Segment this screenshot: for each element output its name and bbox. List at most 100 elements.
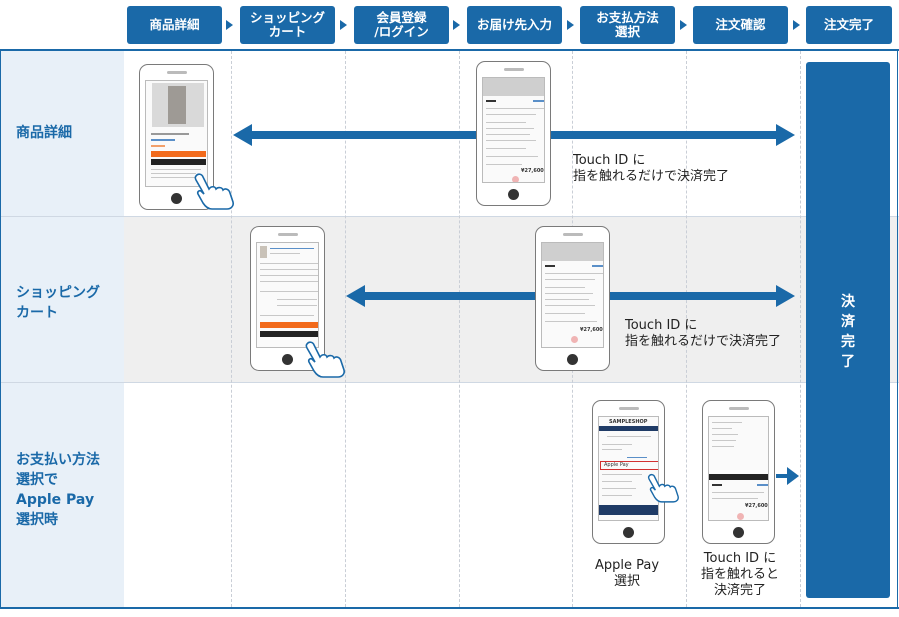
row-label-applepay-select: お支払い方法 選択で Apple Pay 選択時 [16,452,100,528]
text-line [486,108,544,109]
text-line [151,139,175,141]
row-label-product-detail: 商品詳細 [16,125,72,141]
pointing-hand-icon [647,473,679,503]
applepay-option-highlight [600,461,658,470]
phone-applepay-sheet-3: ¥27,600 [702,400,775,544]
text-line [627,457,647,458]
text-line [545,265,555,267]
phone-speaker [728,407,749,410]
phone-product-detail [139,64,214,210]
phone-speaker [166,71,187,74]
row-divider [0,382,899,383]
text-line [486,100,496,102]
chevron-right-icon [453,20,460,30]
home-button [282,354,293,365]
phone-screen: ¥27,600 [708,416,769,521]
column-divider [345,51,346,607]
phone-speaker [277,233,298,236]
text-line [486,134,530,135]
pointing-hand-icon [305,341,345,378]
step-product-detail: 商品詳細 [127,6,222,44]
touch-id-icon [571,336,578,343]
chevron-right-icon [226,20,233,30]
column-divider [800,51,801,607]
frame-bottom-border [0,607,899,609]
text-line [545,305,595,306]
home-button [733,527,744,538]
text-line [545,273,603,274]
column-divider [686,51,687,607]
text-line [260,263,318,264]
phone-screen [145,80,208,187]
text-line [712,440,736,441]
row-label-shopping-cart: ショッピング カート [16,285,100,321]
step-member-login: 会員登録 /ログイン [354,6,449,44]
touch-id-icon [737,513,744,520]
text-line [545,321,597,322]
text-line [260,269,318,270]
text-line [151,145,165,147]
text-line [277,299,317,300]
text-line [151,169,201,170]
column-divider [231,51,232,607]
text-line [486,148,526,149]
sheet-price: ¥27,600 [521,168,544,174]
touch-id-caption-row3: Touch ID に 指を触れると 決済完了 [700,551,779,598]
phone-screen: ¥27,600 [482,77,545,183]
text-line [602,488,636,489]
row-label-column [0,50,124,609]
text-line [260,275,318,276]
model-figure [168,86,186,124]
text-line [486,140,536,141]
text-line [712,422,742,423]
shop-name: SAMPLESHOP [609,419,648,425]
text-line [486,128,534,129]
text-line [486,114,536,115]
chevron-right-icon [680,20,687,30]
apple-pay-button [260,331,318,337]
chevron-right-icon [567,20,574,30]
text-line [757,484,768,486]
text-line [545,299,589,300]
touch-id-caption-row1: Touch ID に 指を触れるだけで決済完了 [573,153,730,184]
frame-left-border [0,50,1,608]
text-line [712,498,758,499]
text-line [151,177,201,178]
checkout-button [260,322,318,328]
text-line [602,444,632,445]
phone-speaker [618,407,639,410]
text-line [545,313,585,314]
step-payment-method: お支払方法 選択 [580,6,675,44]
phone-screen [256,242,319,348]
phone-speaker [503,68,524,71]
text-line [270,253,300,254]
frame-top-border [0,49,899,51]
text-line [486,122,526,123]
add-to-cart-button [151,151,206,157]
text-line [712,484,722,486]
phone-screen: SAMPLESHOP Apple Pay [598,416,659,521]
sheet-price: ¥27,600 [580,327,603,333]
touch-id-icon [512,176,519,182]
row-divider [0,216,899,217]
step-order-confirm: 注文確認 [693,6,788,44]
text-line [545,279,595,280]
text-line [545,287,585,288]
dimmed-area [542,243,603,261]
text-line [602,474,642,475]
text-line [277,305,317,306]
text-line [151,173,196,174]
phone-payment-select: SAMPLESHOP Apple Pay [592,400,665,544]
text-line [607,436,651,437]
text-line [592,265,603,267]
home-button [567,354,578,365]
arrow-right-icon [776,467,799,485]
applepay-bar [709,474,768,480]
step-shopping-cart: ショッピング カート [240,6,335,44]
text-line [712,434,738,435]
home-button [508,189,519,200]
pointing-hand-icon [194,173,234,210]
touch-id-caption-row2: Touch ID に 指を触れるだけで決済完了 [625,318,782,349]
applepay-option-label: Apple Pay [604,462,629,468]
